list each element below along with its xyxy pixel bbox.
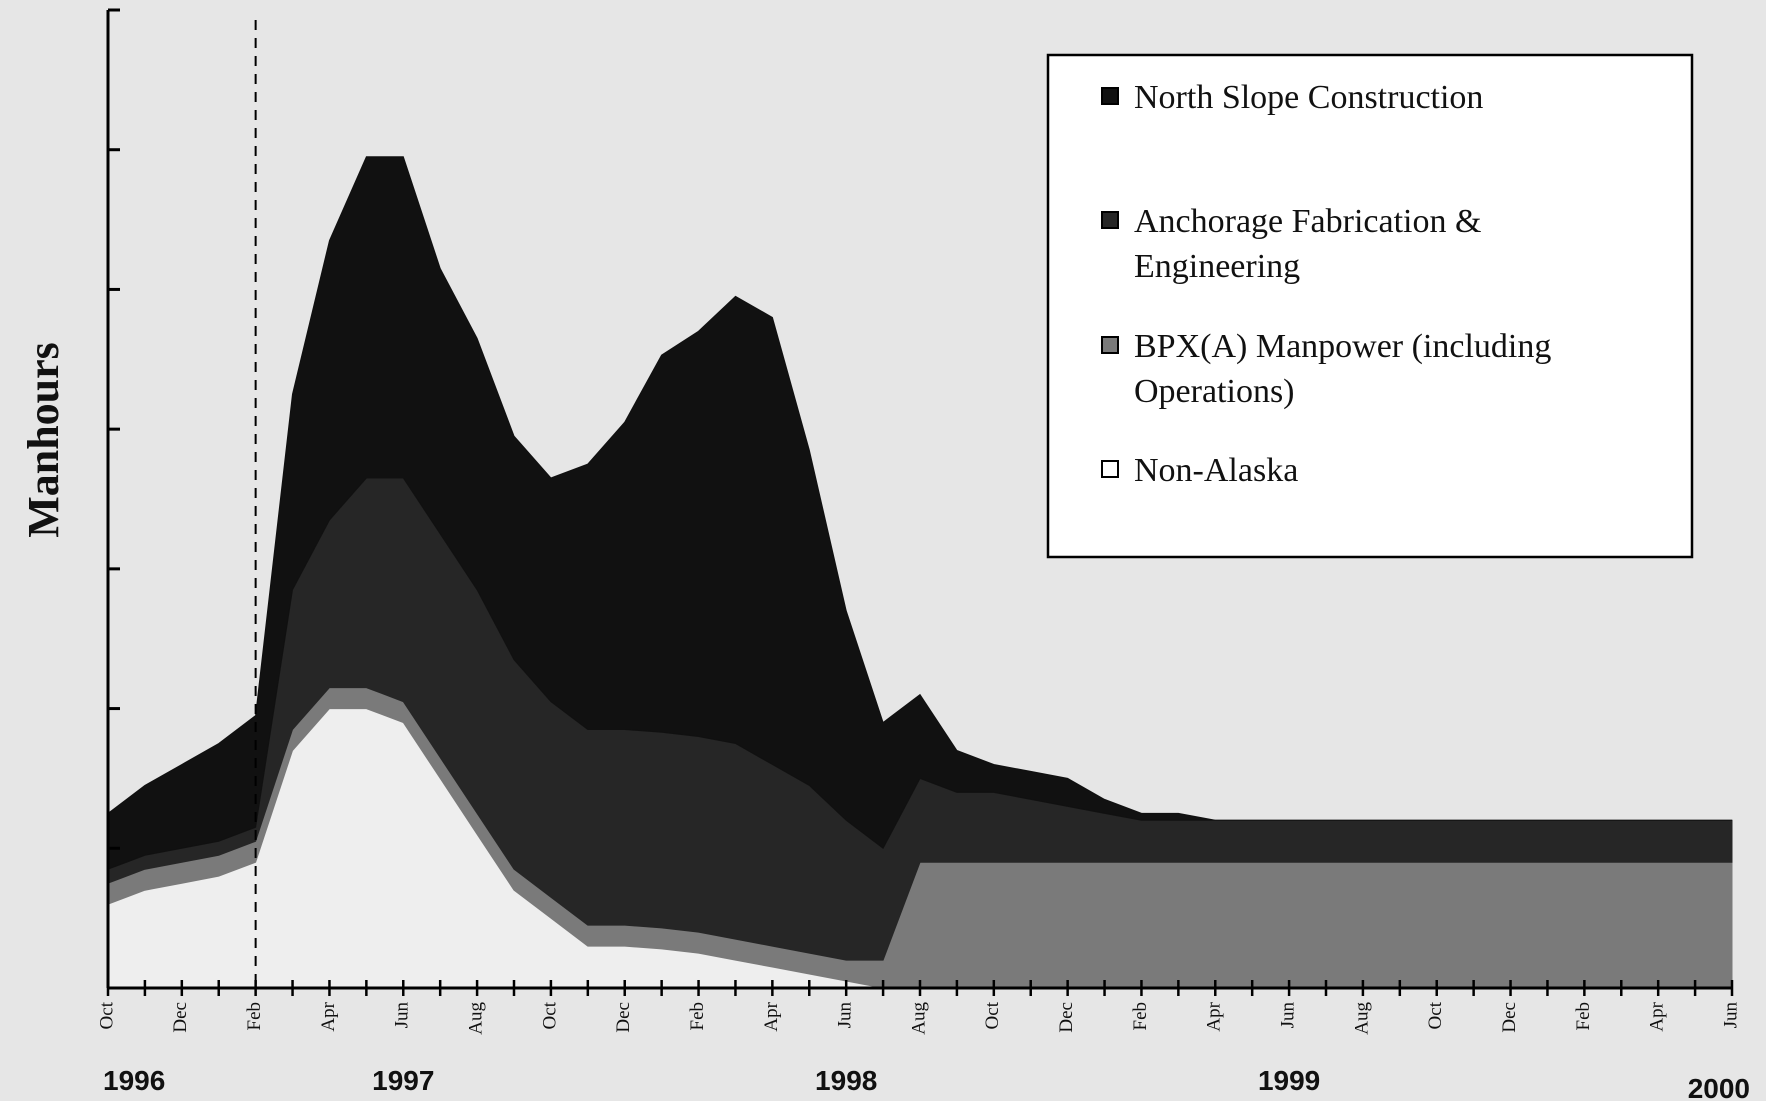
legend-label: Non-Alaska xyxy=(1134,452,1298,489)
legend-swatch xyxy=(1101,87,1119,105)
legend-swatch xyxy=(1101,460,1119,478)
year-labels: 1996 1997 1998 1999 2000 xyxy=(103,1065,1750,1101)
year-label: 1996 xyxy=(103,1065,165,1096)
legend-box xyxy=(1046,53,1694,559)
x-tick-labels: Oct Dec Feb Apr Jun Aug Oct Dec Feb Apr Jun Aug Oct D… xyxy=(96,1001,1741,1034)
x-tick-label: Feb xyxy=(244,1002,265,1031)
x-tick-label: Aug xyxy=(908,1002,929,1035)
year-label: 1999 xyxy=(1258,1065,1320,1096)
x-tick-label: Dec xyxy=(613,1002,634,1033)
year-label: 1997 xyxy=(372,1065,434,1096)
x-tick-label: Aug xyxy=(465,1002,486,1035)
x-tick-label: Feb xyxy=(1130,1002,1151,1031)
legend-label: Anchorage Fabrication & xyxy=(1134,203,1481,240)
y-axis-ticks xyxy=(108,8,120,990)
y-axis-label: Manhours xyxy=(19,342,68,538)
area-north-slope-construction xyxy=(107,156,1732,870)
x-tick-label: Dec xyxy=(1499,1002,1520,1033)
year-label: 1998 xyxy=(815,1065,877,1096)
x-tick-label: Dec xyxy=(1056,1002,1077,1033)
x-tick-label: Jun xyxy=(835,1002,856,1029)
x-tick-label: Oct xyxy=(982,1001,1003,1029)
x-tick-label: Apr xyxy=(318,1001,339,1031)
legend-label: BPX(A) Manpower (including xyxy=(1134,328,1551,365)
x-axis-ticks xyxy=(106,980,1734,996)
legend-swatch xyxy=(1101,211,1119,229)
legend-label: North Slope Construction xyxy=(1134,79,1483,116)
x-tick-label: Oct xyxy=(96,1001,117,1029)
x-tick-label: Apr xyxy=(1204,1001,1225,1031)
x-tick-label: Apr xyxy=(1647,1001,1668,1031)
year-label: 2000 xyxy=(1688,1073,1750,1101)
x-tick-label: Feb xyxy=(687,1002,708,1031)
axes xyxy=(106,8,1734,996)
x-tick-label: Dec xyxy=(170,1002,191,1033)
x-tick-label: Jun xyxy=(392,1002,413,1029)
x-tick-label: Apr xyxy=(761,1001,782,1031)
x-tick-label: Jun xyxy=(1277,1002,1298,1029)
x-tick-label: Feb xyxy=(1573,1002,1594,1031)
x-tick-label: Oct xyxy=(539,1001,560,1029)
legend-label: Operations) xyxy=(1134,373,1295,410)
legend-swatch xyxy=(1101,336,1119,354)
legend-label: Engineering xyxy=(1134,248,1300,285)
x-tick-label: Aug xyxy=(1351,1002,1372,1035)
x-tick-label: Oct xyxy=(1425,1001,1446,1029)
x-tick-label: Jun xyxy=(1720,1002,1741,1029)
